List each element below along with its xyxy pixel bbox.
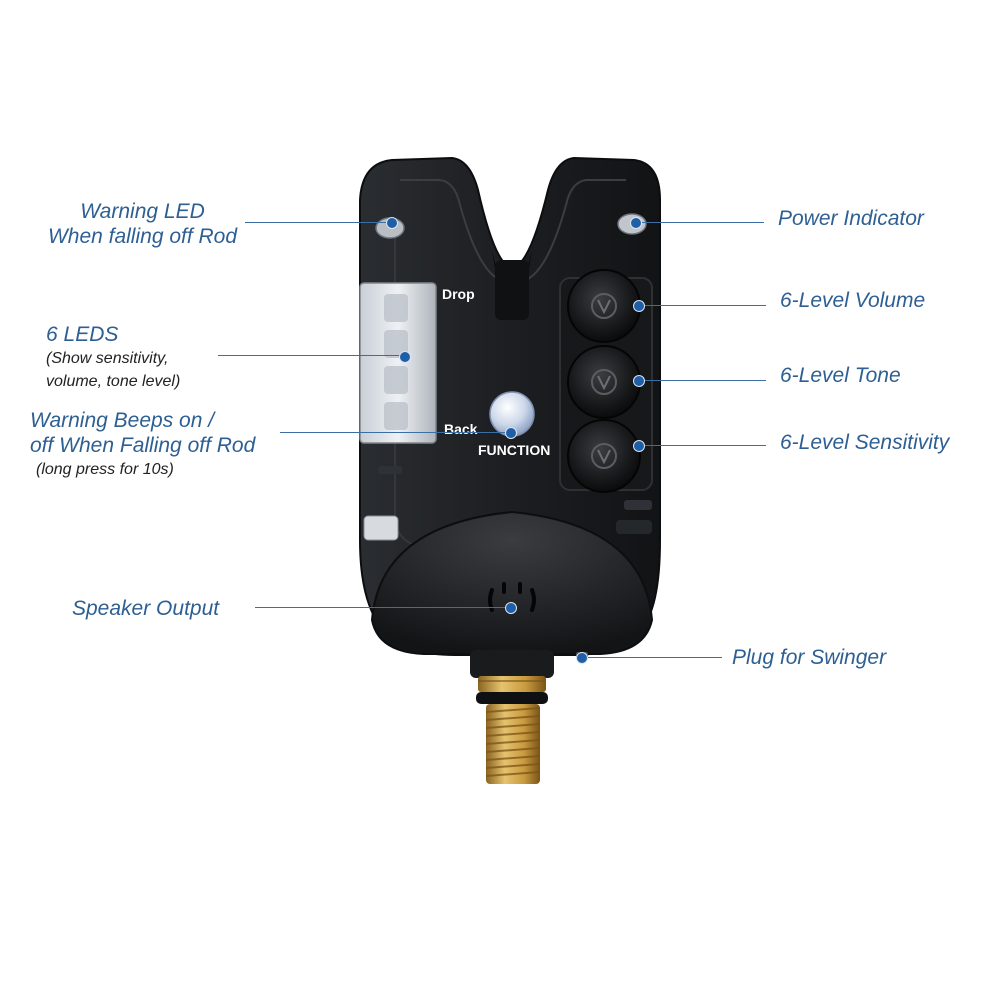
leader-level-volume: [642, 305, 766, 306]
callout-warning-led-line2: When falling off Rod: [47, 225, 238, 248]
leader-speaker-output: [255, 607, 509, 608]
marker-level-volume: [633, 300, 645, 312]
leader-six-leds: [218, 355, 403, 356]
leader-power-indicator: [638, 222, 764, 223]
leader-warning-beeps: [280, 432, 512, 433]
callout-warning-beeps-line1: Warning Beeps on /: [30, 409, 215, 432]
marker-power-indicator: [630, 217, 642, 229]
callout-level-volume: 6-Level Volume: [780, 288, 925, 313]
drop-label: Drop: [442, 286, 475, 302]
callout-level-tone: 6-Level Tone: [780, 363, 901, 388]
callout-six-leds-detail2: volume, tone level): [46, 373, 181, 390]
callout-speaker-output: Speaker Output: [72, 596, 219, 621]
callout-warning-beeps-line2: off When Falling off Rod: [30, 434, 256, 457]
leader-warning-led: [245, 222, 391, 223]
callout-power-indicator: Power Indicator: [778, 206, 924, 231]
marker-plug-for-swinger: [576, 652, 588, 664]
clear-window: [363, 515, 399, 541]
function-label: FUNCTION: [478, 442, 551, 458]
callout-six-leds-title: 6 LEDS: [46, 323, 119, 346]
leader-level-sensitivity: [642, 445, 766, 446]
speaker-dome: [370, 510, 654, 655]
callout-plug-for-swinger-text: Plug for Swinger: [732, 646, 887, 669]
callout-warning-beeps-detail: (long press for 10s): [36, 461, 174, 478]
back-label: Back: [444, 421, 478, 437]
callout-plug-for-swinger: Plug for Swinger: [732, 645, 886, 670]
marker-level-tone: [633, 375, 645, 387]
callout-level-sensitivity: 6-Level Sensitivity: [780, 430, 949, 455]
tone-knob[interactable]: [567, 345, 641, 419]
marker-six-leds: [399, 351, 411, 363]
callout-warning-led: Warning LED When falling off Rod: [40, 199, 245, 249]
sensitivity-knob[interactable]: [567, 419, 641, 493]
callout-level-volume-text: 6-Level Volume: [780, 289, 926, 312]
volume-knob[interactable]: [567, 269, 641, 343]
led-strip: [359, 282, 437, 444]
marker-level-sensitivity: [633, 440, 645, 452]
callout-speaker-output-text: Speaker Output: [72, 597, 220, 620]
callout-six-leds-detail1: (Show sensitivity,: [46, 350, 169, 367]
callout-six-leds: 6 LEDS (Show sensitivity, volume, tone l…: [46, 322, 180, 393]
marker-speaker-output: [505, 602, 517, 614]
callout-level-tone-text: 6-Level Tone: [780, 364, 901, 387]
leader-level-tone: [642, 380, 766, 381]
marker-warning-beeps: [505, 427, 517, 439]
callout-warning-led-line1: Warning LED: [80, 200, 205, 223]
speaker-grill: [488, 582, 536, 612]
callout-power-indicator-text: Power Indicator: [778, 207, 924, 230]
threaded-mount: [470, 650, 554, 784]
leader-plug-for-swinger: [586, 657, 722, 658]
marker-warning-led: [386, 217, 398, 229]
callout-level-sensitivity-text: 6-Level Sensitivity: [780, 431, 950, 454]
callout-warning-beeps: Warning Beeps on / off When Falling off …: [30, 408, 255, 481]
